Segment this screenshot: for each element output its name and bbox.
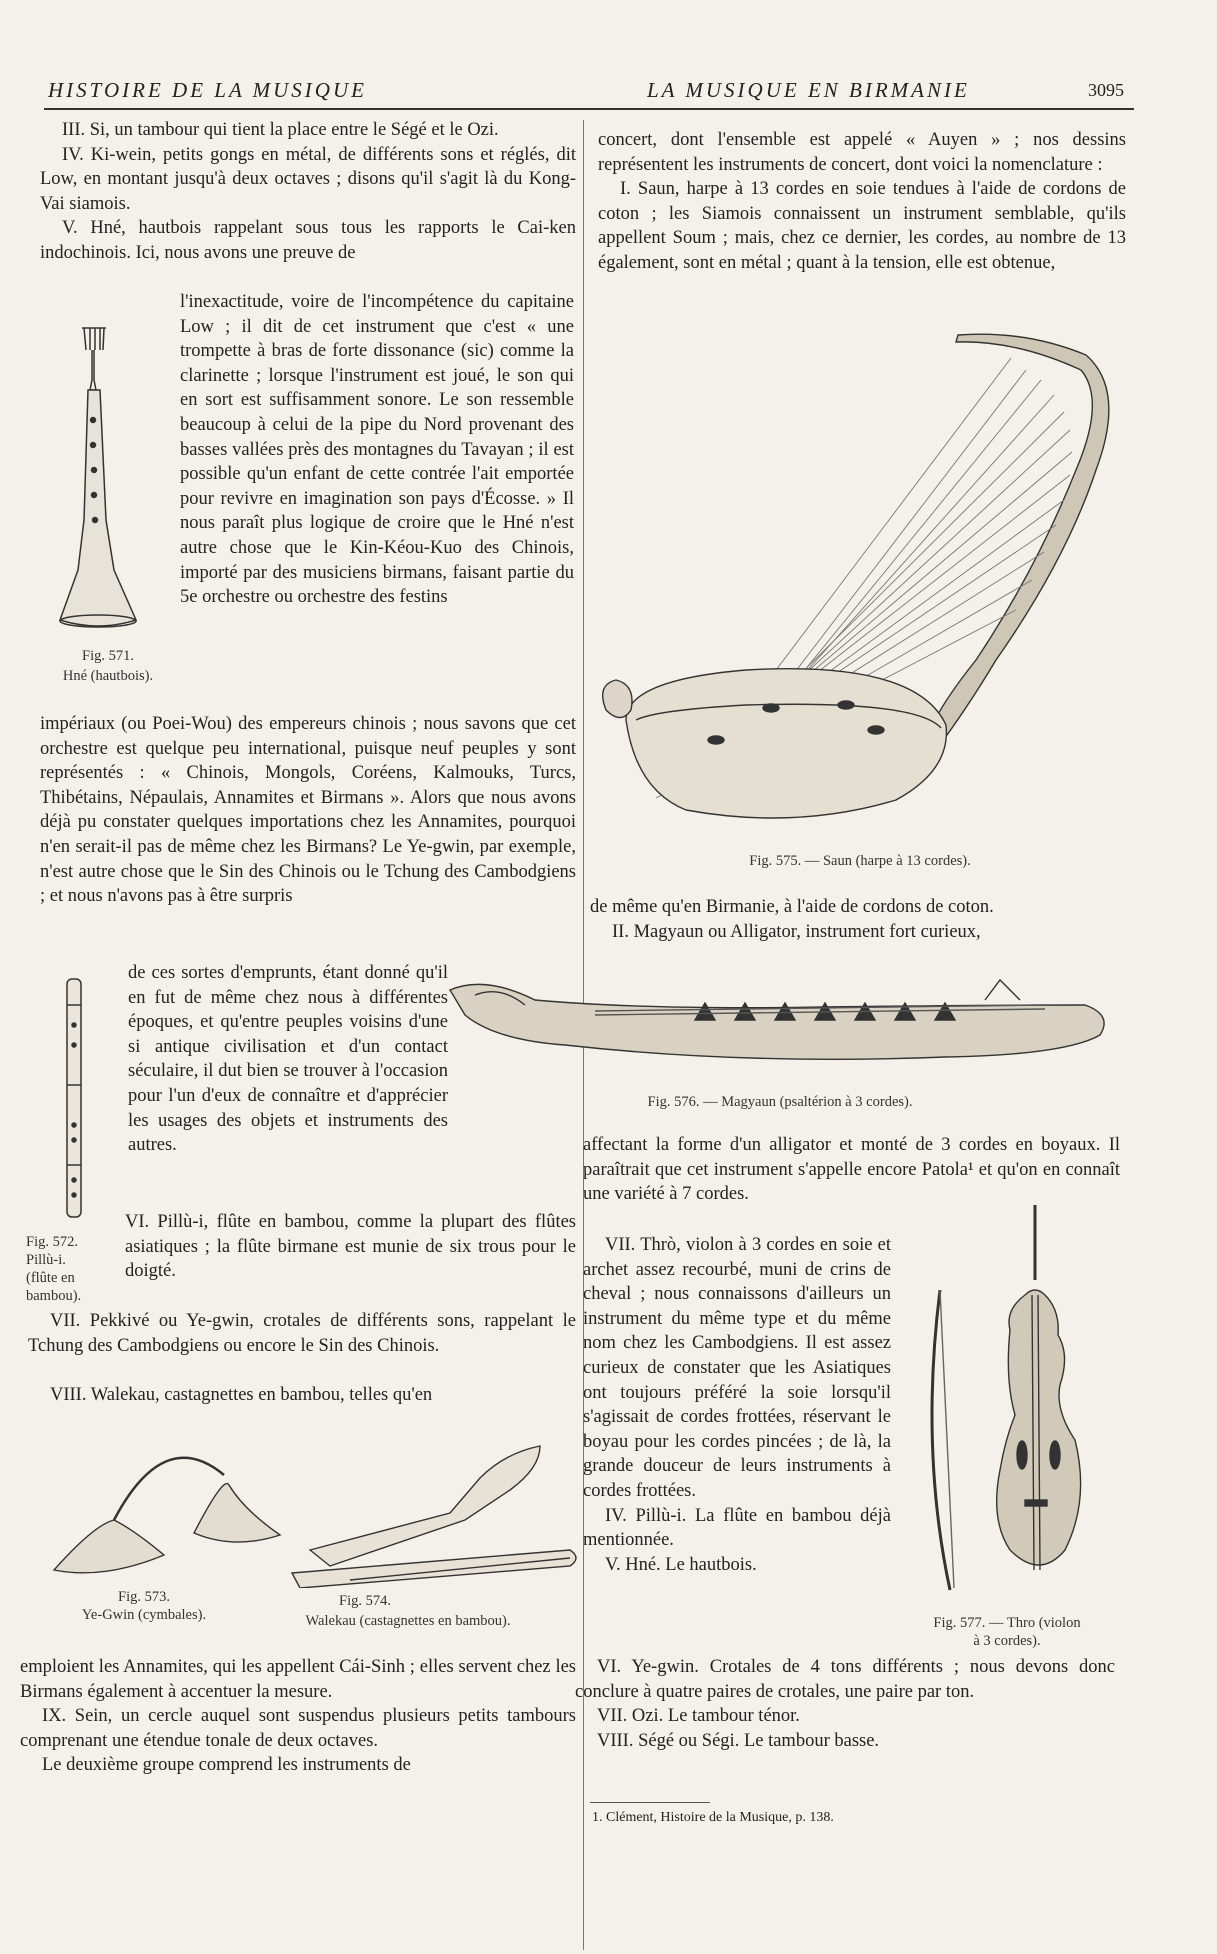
paragraph: concert, dont l'ensemble est appelé « Au… — [598, 130, 1126, 175]
castanets-illustration — [290, 1445, 577, 1588]
header-rule — [44, 108, 1134, 110]
left-bottom-text: emploient les Annamites, qui les appelle… — [20, 1655, 576, 1778]
fig573-caption-number: Fig. 573. — [118, 1589, 170, 1605]
running-header-right: LA MUSIQUE EN BIRMANIE — [647, 78, 970, 102]
fig572-caption-desc1: (flûte en — [26, 1270, 75, 1286]
paragraph: III. Si, un tambour qui tient la place e… — [62, 120, 499, 140]
fig571-caption-number: Fig. 571. — [82, 648, 134, 664]
fig575-caption: Fig. 575. — Saun (harpe à 13 cordes). — [749, 853, 971, 869]
paragraph: V. Hné. Le hautbois. — [605, 1554, 757, 1575]
paragraph: VI. Ye-gwin. Crotales de 4 tons différen… — [575, 1657, 1115, 1702]
harp-illustration — [602, 333, 1110, 819]
paragraph: V. Hné, hautbois rappelant sous tous les… — [40, 218, 576, 263]
fig572-wrap-text: de ces sortes d'emprunts, étant donné qu… — [128, 963, 448, 1156]
flute-illustration — [66, 978, 82, 1218]
right-top-text: concert, dont l'ensemble est appelé « Au… — [598, 128, 1126, 276]
fig571-caption: Hné (hautbois). — [62, 668, 154, 684]
thro-violin-illustration — [930, 1205, 1082, 1591]
fig572-caption: Fig. 572. Pillù-i. (flûte en bambou). — [26, 1233, 112, 1305]
paragraph: Le deuxième groupe comprend les instrume… — [42, 1755, 411, 1776]
fig571-wrap-text: l'inexactitude, voire de l'incompétence … — [180, 292, 574, 608]
paragraph: IV. Ki-wein, petits gongs en métal, de d… — [40, 144, 576, 214]
page-number: 3095 — [1088, 80, 1124, 100]
left-top-text: III. Si, un tambour qui tient la place e… — [40, 118, 576, 266]
running-header-left: HISTOIRE DE LA MUSIQUE — [48, 78, 367, 102]
paragraph: VIII. Ségé ou Ségi. Le tambour basse. — [597, 1730, 880, 1751]
paragraph: VII. Ozi. Le tambour ténor. — [597, 1706, 800, 1727]
paragraph: IX. Sein, un cercle auquel sont suspendu… — [20, 1706, 576, 1751]
fig574-caption-number: Fig. 574. — [339, 1593, 391, 1609]
paragraph: VII. Thrò, violon à 3 cordes en soie et … — [583, 1235, 891, 1501]
paragraph: I. Saun, harpe à 13 cordes en soie tendu… — [598, 179, 1126, 273]
fig577-wrap-text: VII. Thrò, violon à 3 cordes en soie et … — [583, 1233, 891, 1577]
paragraph: de même qu'en Birmanie, à l'aide de cord… — [590, 897, 994, 917]
paragraph: emploient les Annamites, qui les appelle… — [20, 1657, 576, 1702]
left-middle-text: impériaux (ou Poei-Wou) des empereurs ch… — [40, 714, 576, 907]
alligator-zither-illustration — [448, 978, 1105, 1060]
footnote: 1. Clément, Histoire de la Musique, p. 1… — [592, 1810, 834, 1825]
right-after575-text: de même qu'en Birmanie, à l'aide de cord… — [590, 895, 1120, 944]
oboe-illustration — [59, 327, 138, 628]
right-after576-text: affectant la forme d'un alligator et mon… — [583, 1135, 1120, 1205]
para-pekkive: VII. Pekkivé ou Ye-gwin, crotales de dif… — [28, 1311, 576, 1356]
paragraph: II. Magyaun ou Alligator, instrument for… — [612, 921, 981, 942]
cymbals-illustration — [52, 1456, 282, 1574]
fig572-caption-number: Fig. 572. — [26, 1234, 78, 1250]
para-walekau: VIII. Walekau, castagnettes en bambou, t… — [50, 1385, 433, 1405]
para-pillu: VI. Pillù-i, flûte en bambou, comme la p… — [125, 1212, 576, 1282]
right-final-text: VI. Ye-gwin. Crotales de 4 tons différen… — [575, 1655, 1115, 1753]
fig577-caption-line1: Fig. 577. — Thro (violon — [933, 1615, 1081, 1631]
fig576-caption: Fig. 576. — Magyaun (psaltérion à 3 cord… — [647, 1094, 913, 1110]
fig573-caption: Ye-Gwin (cymbales). — [81, 1607, 207, 1623]
fig577-caption: Fig. 577. — Thro (violon à 3 cordes). — [898, 1614, 1116, 1650]
fig572-caption-name: Pillù-i. — [26, 1252, 66, 1268]
paragraph: IV. Pillù-i. La flûte en bambou déjà men… — [583, 1505, 891, 1551]
fig577-caption-line2: à 3 cordes). — [973, 1633, 1041, 1649]
fig574-caption: Walekau (castagnettes en bambou). — [305, 1613, 511, 1629]
fig572-caption-desc2: bambou). — [26, 1288, 82, 1304]
footnote-rule — [590, 1802, 710, 1803]
